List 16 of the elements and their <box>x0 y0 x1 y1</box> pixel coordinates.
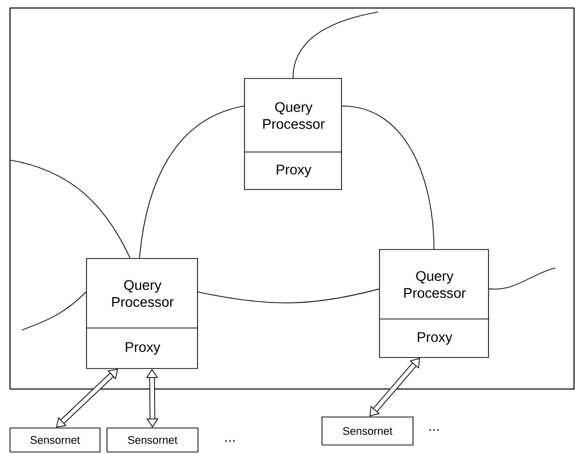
processor-box: Query Processor Proxy <box>379 249 490 358</box>
connection-curve <box>139 106 244 258</box>
connection-curve <box>342 106 434 250</box>
ellipsis-label: ... <box>225 440 235 442</box>
connection-curve <box>198 288 380 304</box>
sensor-box: Sensornet <box>106 428 198 452</box>
frame-box <box>10 8 574 390</box>
processor-box: Query Processor Proxy <box>86 258 198 369</box>
ellipsis-label: ... <box>429 429 439 431</box>
processor-box: Query Processor Proxy <box>244 78 342 190</box>
sensor-box: Sensornet <box>322 416 414 446</box>
connection-curve <box>292 12 378 78</box>
connection-curve <box>488 268 556 290</box>
connection-curve <box>22 292 86 330</box>
connection-curve <box>10 160 130 258</box>
sensor-box: Sensornet <box>10 428 100 452</box>
